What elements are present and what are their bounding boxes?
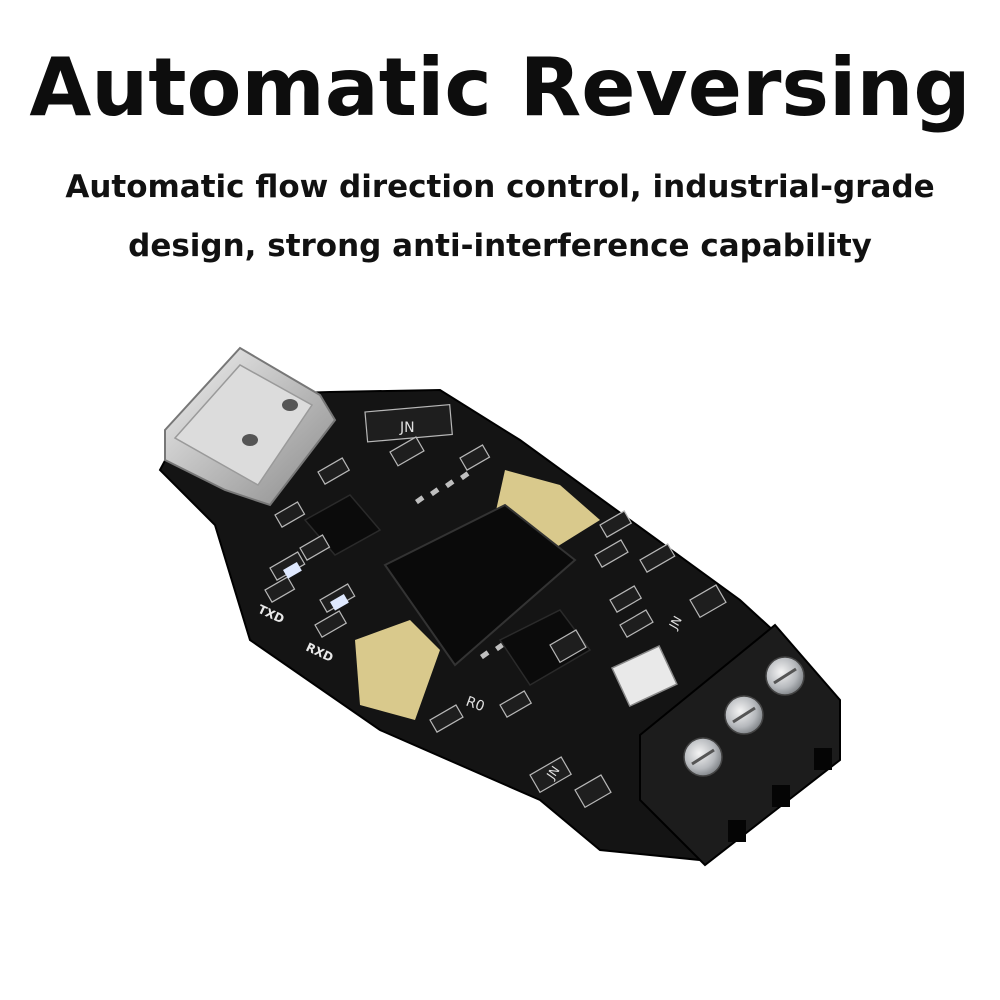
screw-terminal-block — [639, 623, 841, 867]
transceiver-chip — [498, 609, 592, 687]
usb-c-connector — [164, 346, 337, 507]
subtitle-line-2: design, strong anti-interference capabil… — [128, 228, 872, 264]
silk-jn-right: JN — [666, 614, 685, 633]
main-ic-chip — [383, 503, 577, 667]
subtitle-line-1: Automatic flow direction control, indust… — [65, 169, 935, 205]
page-title: Automatic Reversing — [29, 41, 971, 134]
gold-finger-bottom — [355, 620, 440, 720]
wire-port-2 — [772, 785, 790, 807]
tvs-component — [611, 645, 678, 708]
silk-jn-top: JN — [399, 420, 415, 436]
wire-port-1 — [728, 820, 746, 842]
led-rxd — [330, 593, 349, 611]
silk-jn-bottom: JN — [543, 763, 562, 782]
wire-port-3 — [814, 748, 832, 770]
smd-components — [264, 403, 727, 809]
silk-r0: R0 — [464, 694, 487, 715]
led-txd — [282, 562, 302, 579]
